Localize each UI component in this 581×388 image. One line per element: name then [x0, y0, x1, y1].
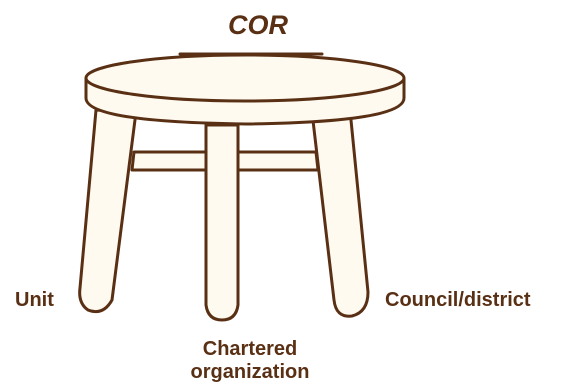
cor-label: COR — [228, 10, 288, 40]
middle-leg — [204, 123, 240, 322]
right-leg — [310, 108, 370, 318]
unit-label: Unit — [15, 289, 54, 311]
chartered-organization-line2: organization — [190, 361, 310, 383]
council-district-label: Council/district — [385, 289, 531, 311]
left-leg — [78, 108, 138, 314]
seat-top — [84, 53, 406, 103]
chartered-organization-line1: Chartered — [202, 338, 298, 360]
chartered-organization-label: Chartered organization — [150, 338, 350, 384]
